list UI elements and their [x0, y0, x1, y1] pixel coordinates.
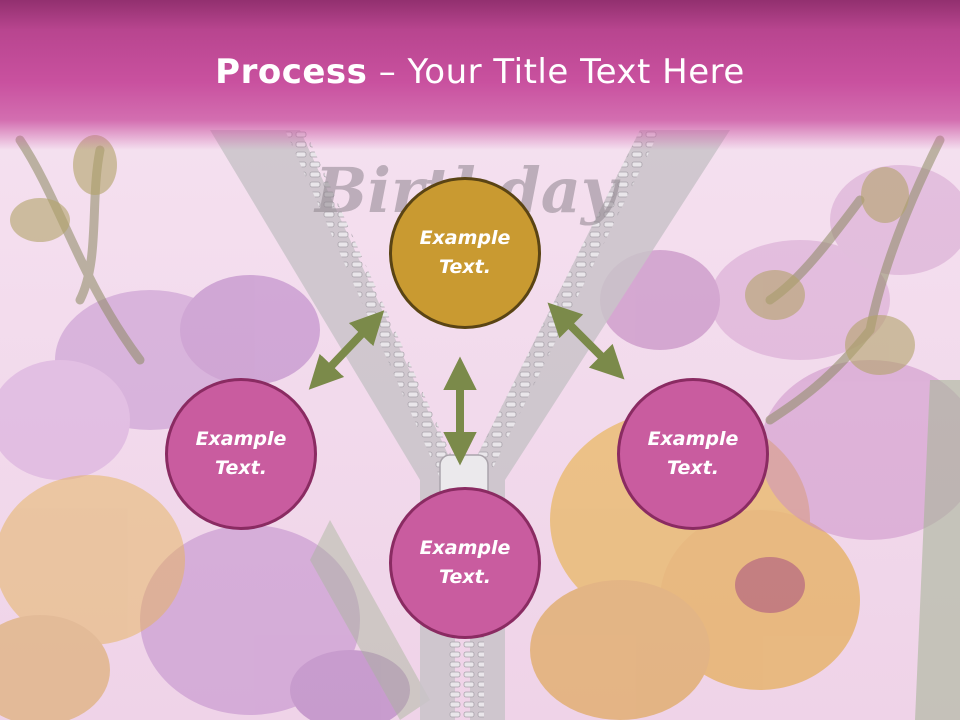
arrow-top-left [308, 310, 385, 390]
title-strong: Process [215, 52, 368, 92]
node-top-line2: Text. [439, 256, 491, 278]
node-bottom-line2: Text. [439, 566, 491, 588]
title-dash: – [367, 52, 408, 92]
orchid-buds [10, 135, 915, 375]
node-top-line1: Example [419, 227, 511, 249]
node-bottom-line1: Example [419, 537, 511, 559]
node-left-line2: Text. [215, 457, 267, 479]
zipper-tape-left [210, 130, 455, 720]
title-rest: Your Title Text Here [407, 52, 745, 92]
arrow-top-right [547, 302, 625, 380]
node-right-line1: Example [647, 428, 739, 450]
orchid-stems [15, 135, 945, 425]
title-bar [0, 0, 960, 150]
node-right-line2: Text. [667, 457, 719, 479]
leaf-right [915, 380, 960, 720]
orchid-left-yellow [0, 475, 185, 720]
slide-title: Process – Your Title Text Here [0, 52, 960, 92]
leaf-left [310, 520, 430, 720]
node-left-line1: Example [195, 428, 287, 450]
zipper-teeth-left [285, 130, 458, 478]
